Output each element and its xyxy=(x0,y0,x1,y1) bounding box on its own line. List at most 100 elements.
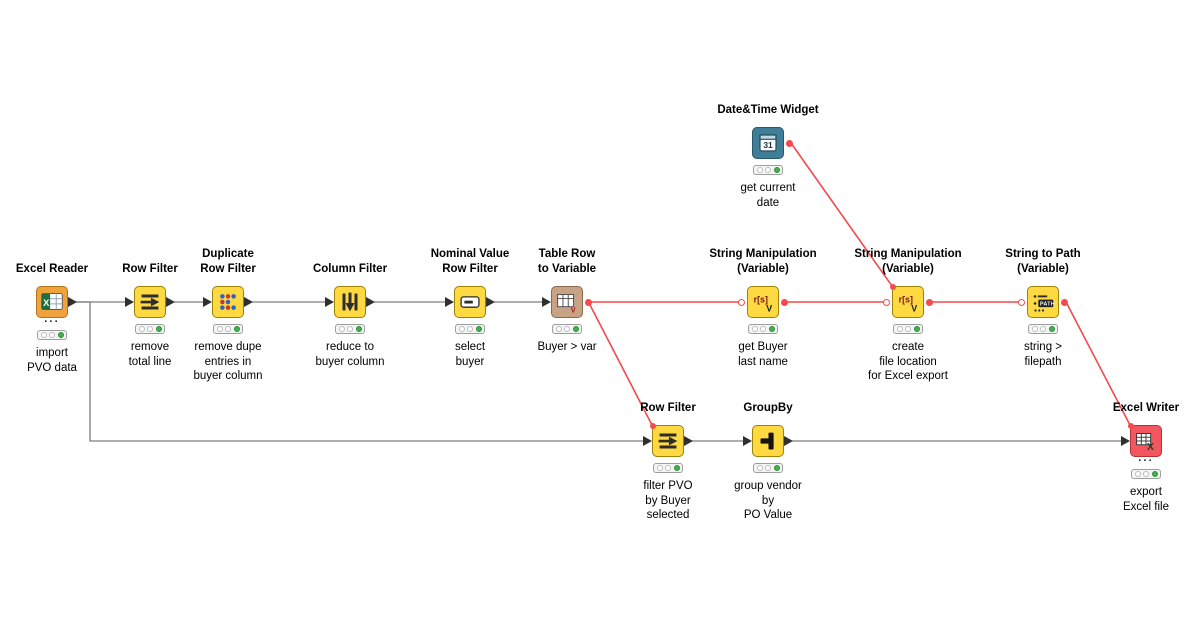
status-traffic-light xyxy=(335,324,365,334)
flow-variable-port[interactable] xyxy=(1128,423,1134,429)
output-port[interactable] xyxy=(486,297,495,307)
variable-output-port[interactable] xyxy=(926,298,933,306)
node-caption: Buyer > var xyxy=(537,341,597,353)
node-title: Column Filter xyxy=(312,263,388,275)
edge-table-row-to-variable-to-row-filter-2[interactable] xyxy=(588,302,653,426)
variable-output-port[interactable] xyxy=(585,298,592,306)
status-traffic-light xyxy=(748,324,778,334)
column-filter-icon[interactable] xyxy=(325,286,375,318)
table-variable-icon: v xyxy=(557,294,576,314)
node-excel-reader[interactable]: Excel Reader X ··· import PVO data xyxy=(0,263,117,375)
flow-variable-port[interactable] xyxy=(890,284,896,290)
output-port[interactable] xyxy=(684,436,693,446)
dynamic-ports-dots: ··· xyxy=(44,316,60,328)
output-port[interactable] xyxy=(244,297,253,307)
node-caption: import PVO data xyxy=(27,347,77,374)
input-port[interactable] xyxy=(325,297,334,307)
string-manipulation-icon[interactable]: r[s] V xyxy=(883,284,933,318)
dynamic-ports-dots: ··· xyxy=(1138,455,1154,467)
node-title: Row Filter xyxy=(640,402,696,414)
dots-pattern-icon xyxy=(220,294,236,310)
rs-glyph-icon: r[s] V xyxy=(754,294,773,313)
node-string-to-path-variable[interactable]: String to Path (Variable) PATH string > … xyxy=(978,248,1108,369)
svg-text:V: V xyxy=(911,303,917,313)
node-caption: remove total line xyxy=(128,341,172,368)
svg-text:r[s]: r[s] xyxy=(899,294,913,304)
excel-file-icon: X xyxy=(41,293,63,310)
edge-excel-reader-to-row-filter-2[interactable] xyxy=(76,301,644,442)
variable-output-port[interactable] xyxy=(1061,298,1068,306)
node-title: Duplicate Row Filter xyxy=(200,248,256,275)
node-excel-writer[interactable]: Excel Writer X ··· export Excel file xyxy=(1081,402,1200,514)
node-caption: string > filepath xyxy=(1023,341,1063,368)
status-traffic-light xyxy=(753,165,783,175)
variable-input-port[interactable] xyxy=(738,298,745,306)
svg-text:X: X xyxy=(43,298,50,308)
input-port[interactable] xyxy=(125,297,134,307)
input-port[interactable] xyxy=(743,436,752,446)
node-title: Excel Reader xyxy=(15,263,89,275)
input-port[interactable] xyxy=(643,436,652,446)
date-time-widget-icon[interactable]: 31 xyxy=(752,127,793,159)
value-capsule-icon xyxy=(460,296,480,308)
node-caption: get Buyer last name xyxy=(738,341,788,368)
node-caption: get current date xyxy=(740,182,796,209)
node-caption: select buyer xyxy=(454,341,486,368)
row-filter-icon[interactable] xyxy=(643,423,693,457)
output-port[interactable] xyxy=(366,297,375,307)
status-traffic-light xyxy=(753,463,783,473)
node-caption: reduce to buyer column xyxy=(315,341,385,368)
node-title: Date&Time Widget xyxy=(717,104,819,116)
nominal-value-row-filter-icon[interactable] xyxy=(445,286,495,318)
node-table-row-to-variable[interactable]: Table Row to Variable v Buyer > var xyxy=(502,248,632,355)
node-row-filter-1[interactable]: Row Filter remove total line xyxy=(85,263,215,369)
node-column-filter[interactable]: Column Filter reduce to buyer column xyxy=(285,263,415,369)
input-port[interactable] xyxy=(1121,436,1130,446)
svg-text:v: v xyxy=(571,304,576,314)
excel-reader-icon[interactable]: X xyxy=(36,286,77,318)
node-caption: group vendor by PO Value xyxy=(734,480,802,521)
input-port[interactable] xyxy=(445,297,454,307)
status-traffic-light xyxy=(1131,469,1161,479)
flow-variable-port[interactable] xyxy=(650,423,656,429)
node-caption: filter PVO by Buyer selected xyxy=(643,480,693,521)
duplicate-row-filter-icon[interactable] xyxy=(203,286,253,318)
string-to-path-icon[interactable]: PATH xyxy=(1018,286,1068,318)
excel-writer-icon[interactable]: X xyxy=(1121,423,1162,457)
node-caption: remove dupe entries in buyer column xyxy=(193,341,263,382)
node-date-time-widget[interactable]: Date&Time Widget 31 get current date xyxy=(703,104,833,210)
input-port[interactable] xyxy=(542,297,551,307)
variable-input-port[interactable] xyxy=(883,298,890,306)
row-filter-icon[interactable] xyxy=(125,286,175,318)
node-duplicate-row-filter[interactable]: Duplicate Row Filter remove dupe entries… xyxy=(163,248,293,384)
edge-string-to-path-to-excel-writer[interactable] xyxy=(1065,301,1131,426)
status-traffic-light xyxy=(37,330,67,340)
node-string-manipulation-variable-1[interactable]: String Manipulation (Variable) r[s] V ge… xyxy=(698,248,828,369)
output-port[interactable] xyxy=(166,297,175,307)
groupby-icon[interactable] xyxy=(743,425,793,457)
variable-input-port[interactable] xyxy=(1018,298,1025,306)
string-manipulation-icon[interactable]: r[s] V xyxy=(738,286,788,318)
node-title: Row Filter xyxy=(122,263,178,275)
output-port[interactable] xyxy=(784,436,793,446)
svg-text:X: X xyxy=(1147,442,1154,453)
edge-date-time-widget-to-string-manipulation-2[interactable] xyxy=(790,142,893,287)
variable-output-port[interactable] xyxy=(786,139,793,147)
svg-text:31: 31 xyxy=(763,140,773,150)
svg-text:PATH: PATH xyxy=(1040,302,1055,308)
variable-output-port[interactable] xyxy=(781,298,788,306)
status-traffic-light xyxy=(135,324,165,334)
node-row-filter-2[interactable]: Row Filter filter PVO by Buyer selected xyxy=(603,402,733,523)
status-traffic-light xyxy=(552,324,582,334)
excel-grid-icon: X xyxy=(1136,433,1154,453)
status-traffic-light xyxy=(213,324,243,334)
output-port[interactable] xyxy=(68,297,77,307)
node-nominal-value-row-filter[interactable]: Nominal Value Row Filter select buyer xyxy=(405,248,535,369)
columns-arrow-icon xyxy=(342,292,358,312)
node-string-manipulation-variable-2[interactable]: String Manipulation (Variable) r[s] V cr… xyxy=(843,248,973,384)
table-row-to-variable-icon[interactable]: v xyxy=(542,286,592,318)
node-groupby[interactable]: GroupBy group vendor by PO Value xyxy=(703,402,833,523)
input-port[interactable] xyxy=(203,297,212,307)
